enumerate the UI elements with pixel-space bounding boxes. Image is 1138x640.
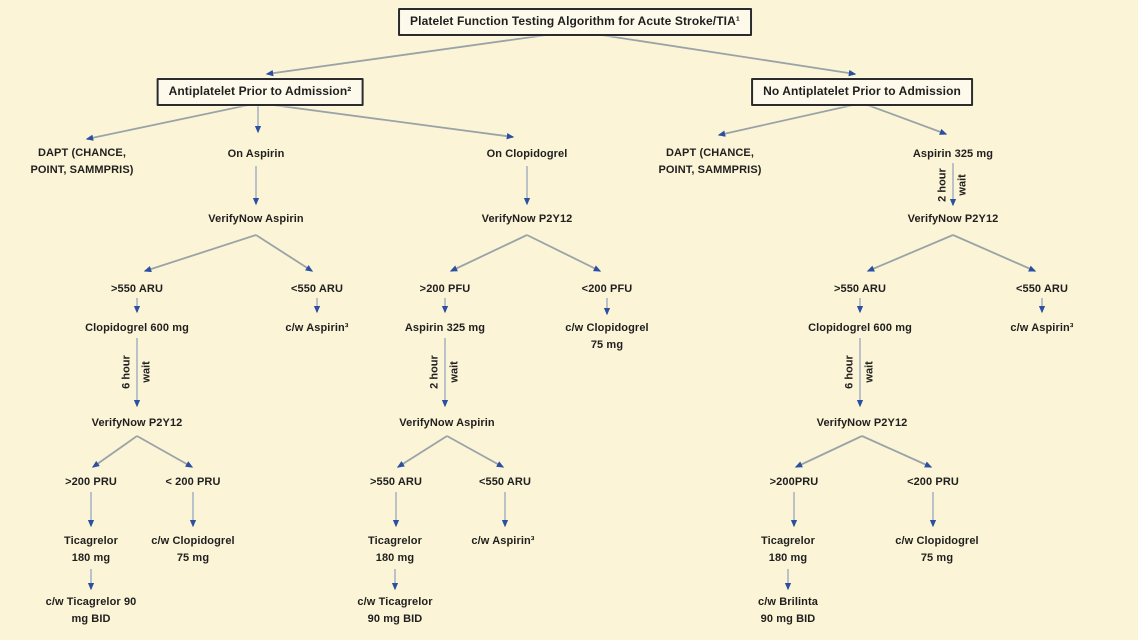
- node-on-clopidogrel: On Clopidogrel: [486, 148, 568, 160]
- node-cw-aspirin-mid2: c/w Aspirin³: [471, 535, 535, 547]
- node-ticagrelor-mid: Ticagrelor 180 mg: [368, 535, 422, 565]
- node-dapt-right: DAPT (CHANCE, POINT, SAMMPRIS): [658, 147, 762, 177]
- branch-no-antiplatelet: No Antiplatelet Prior to Admission: [751, 78, 973, 106]
- node-cw-ticagrelor-left: c/w Ticagrelor 90 mg BID: [45, 596, 137, 626]
- node-verifynow-p2y12-left2: VerifyNow P2Y12: [91, 417, 183, 429]
- wait-label-2hr-mid: 2 hour wait: [428, 355, 461, 389]
- wait-label-6hr-left: 6 hour wait: [120, 355, 153, 389]
- node-gt550-aru-left: >550 ARU: [110, 283, 164, 295]
- node-cw-clopidogrel-right: c/w Clopidogrel 75 mg: [895, 535, 979, 565]
- node-clopidogrel-600-right: Clopidogrel 600 mg: [808, 322, 912, 334]
- node-cw-aspirin-left: c/w Aspirin³: [285, 322, 349, 334]
- flowchart-title: Platelet Function Testing Algorithm for …: [398, 8, 752, 36]
- node-verifynow-aspirin-left: VerifyNow Aspirin: [208, 213, 304, 225]
- wait-label-2hr-right-top: 2 hour wait: [936, 168, 969, 202]
- wait-word: wait: [140, 361, 153, 383]
- wait-word: wait: [956, 174, 969, 196]
- node-dapt-left: DAPT (CHANCE, POINT, SAMMPRIS): [30, 147, 134, 177]
- node-verifynow-p2y12-right: VerifyNow P2Y12: [907, 213, 999, 225]
- wait-word: wait: [863, 361, 876, 383]
- node-lt550-aru-left: <550 ARU: [290, 283, 344, 295]
- node-lt200-pru-right: <200 PRU: [907, 476, 959, 488]
- node-gt200-pfu-mid: >200 PFU: [419, 283, 471, 295]
- node-cw-brilinta-right: c/w Brilinta 90 mg BID: [758, 596, 818, 626]
- node-lt200-pru-left: < 200 PRU: [165, 476, 221, 488]
- node-cw-clopidogrel-mid: c/w Clopidogrel 75 mg: [565, 322, 649, 352]
- wait-hours: 6 hour: [120, 355, 133, 389]
- node-aspirin-325-right: Aspirin 325 mg: [912, 148, 994, 160]
- node-lt550-aru-mid2: <550 ARU: [478, 476, 532, 488]
- node-verifynow-p2y12-mid: VerifyNow P2Y12: [481, 213, 573, 225]
- node-cw-aspirin-right: c/w Aspirin³: [1010, 322, 1074, 334]
- wait-hours: 2 hour: [428, 355, 441, 389]
- wait-label-6hr-right: 6 hour wait: [843, 355, 876, 389]
- node-ticagrelor-left: Ticagrelor 180 mg: [64, 535, 118, 565]
- node-verifynow-aspirin-mid2: VerifyNow Aspirin: [399, 417, 495, 429]
- node-cw-ticagrelor-mid: c/w Ticagrelor 90 mg BID: [357, 596, 433, 626]
- node-aspirin-325-mid: Aspirin 325 mg: [404, 322, 486, 334]
- node-gt550-aru-mid2: >550 ARU: [369, 476, 423, 488]
- node-clopidogrel-600-left: Clopidogrel 600 mg: [85, 322, 189, 334]
- node-verifynow-p2y12-right2: VerifyNow P2Y12: [816, 417, 908, 429]
- wait-hours: 2 hour: [936, 168, 949, 202]
- node-cw-clopidogrel-left: c/w Clopidogrel 75 mg: [151, 535, 235, 565]
- branch-antiplatelet: Antiplatelet Prior to Admission²: [156, 78, 364, 106]
- node-on-aspirin: On Aspirin: [227, 148, 285, 160]
- node-gt550-aru-right: >550 ARU: [833, 283, 887, 295]
- node-lt550-aru-right: <550 ARU: [1015, 283, 1069, 295]
- node-gt200-pru-left: >200 PRU: [65, 476, 117, 488]
- node-gt200-pru-right: >200PRU: [769, 476, 819, 488]
- node-ticagrelor-right: Ticagrelor 180 mg: [761, 535, 815, 565]
- node-lt200-pfu-mid: <200 PFU: [581, 283, 633, 295]
- wait-hours: 6 hour: [843, 355, 856, 389]
- wait-word: wait: [448, 361, 461, 383]
